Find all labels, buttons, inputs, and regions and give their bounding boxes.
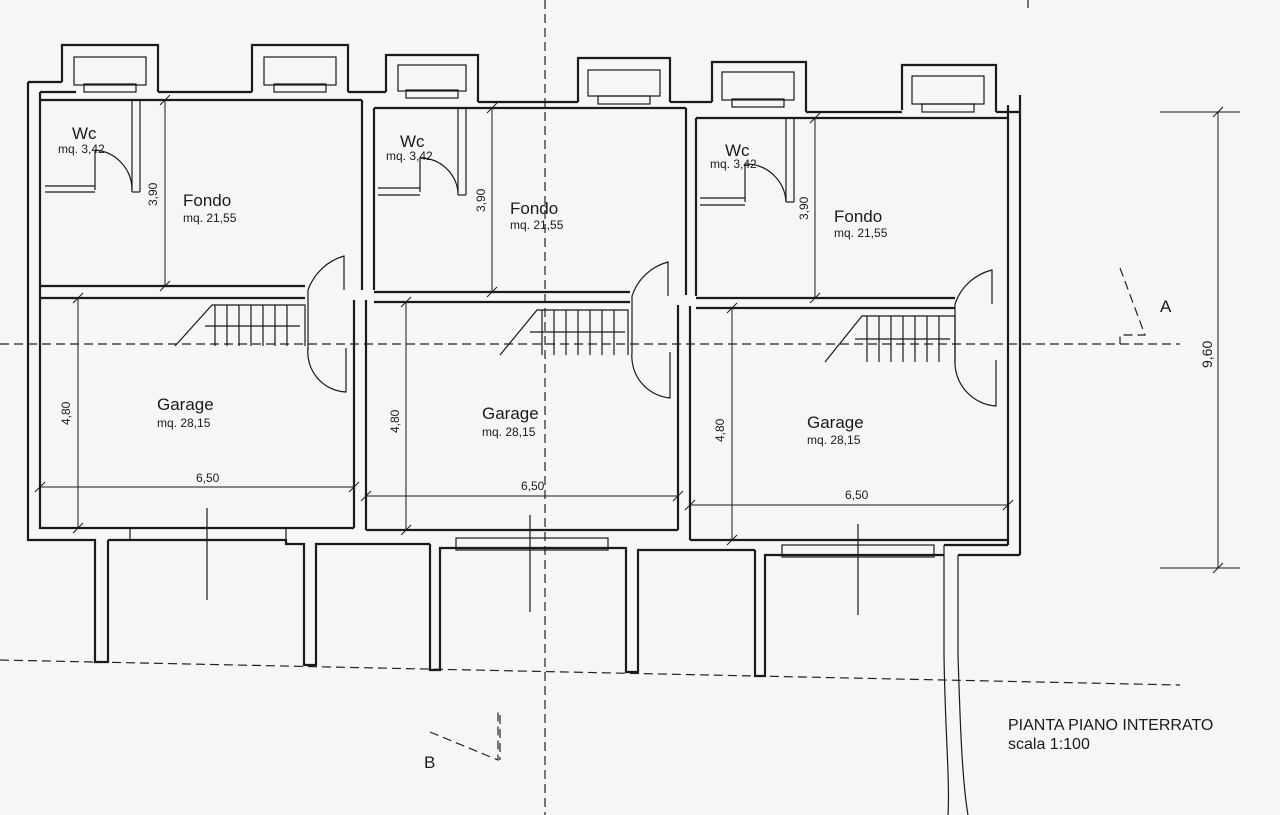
unit-2-wc-name: Wc — [400, 132, 425, 151]
unit-1-stair-treads — [205, 305, 300, 346]
unit-1-garage-area: mq. 28,15 — [157, 416, 211, 430]
unit-2-garage-height-dim: 4,80 — [388, 409, 402, 433]
unit-1-fondo-area: mq. 21,55 — [183, 211, 237, 225]
unit-1 — [40, 43, 430, 667]
section-b-label: B — [424, 753, 435, 772]
unit-3-garage-area: mq. 28,15 — [807, 433, 861, 447]
unit-2-fondo-name: Fondo — [510, 199, 558, 218]
dimension-labels: 3,90 4,80 6,50 3,90 4,80 6,50 3,90 4,80 … — [59, 182, 1215, 502]
plan-title: PIANTA PIANO INTERRATO — [1008, 717, 1214, 734]
total-depth-dim: 9,60 — [1199, 341, 1215, 368]
unit-3-stair-treads — [855, 316, 950, 362]
unit-3-wc-area: mq. 3,42 — [710, 157, 757, 171]
unit-3-garage-width-dim: 6,50 — [845, 488, 869, 502]
unit-1-garage-name: Garage — [157, 395, 214, 414]
unit-2-wc-area: mq. 3,42 — [386, 149, 433, 163]
unit-2-fondo-height-dim: 3,90 — [474, 188, 488, 212]
section-a-label: A — [1160, 297, 1172, 316]
unit-3-wc-name: Wc — [725, 141, 750, 160]
unit-2-fondo-area: mq. 21,55 — [510, 218, 564, 232]
section-a-marker: A — [1119, 267, 1172, 344]
unit-1-fondo-name: Fondo — [183, 191, 231, 210]
room-labels: Wc mq. 3,42 Fondo mq. 21,55 Garage mq. 2… — [58, 124, 888, 447]
section-b-marker: B — [424, 712, 499, 772]
unit-1-garage-height-dim: 4,80 — [59, 401, 73, 425]
unit-3-fondo-height-dim: 3,90 — [797, 196, 811, 220]
unit-1-fondo-height-dim: 3,90 — [146, 182, 160, 206]
unit-2 — [364, 53, 755, 674]
unit-2-garage-name: Garage — [482, 404, 539, 423]
unit-2-garage-area: mq. 28,15 — [482, 425, 536, 439]
plan-scale: scala 1:100 — [1008, 736, 1090, 753]
unit-3-garage-name: Garage — [807, 413, 864, 432]
title-block: PIANTA PIANO INTERRATO scala 1:100 — [1008, 716, 1276, 754]
unit-3-fondo-name: Fondo — [834, 207, 882, 226]
dimension-lines — [34, 94, 1240, 574]
unit-3-garage-height-dim: 4,80 — [713, 418, 727, 442]
unit-3-fondo-area: mq. 21,55 — [834, 226, 888, 240]
unit-3 — [686, 60, 1020, 678]
unit-2-stair-treads — [530, 310, 625, 355]
unit-2-garage-width-dim: 6,50 — [521, 479, 545, 493]
unit-1-garage-width-dim: 6,50 — [196, 471, 220, 485]
unit-1-wc-name: Wc — [72, 124, 97, 143]
unit-1-wc-area: mq. 3,42 — [58, 142, 105, 156]
outer-walls — [26, 80, 1022, 815]
